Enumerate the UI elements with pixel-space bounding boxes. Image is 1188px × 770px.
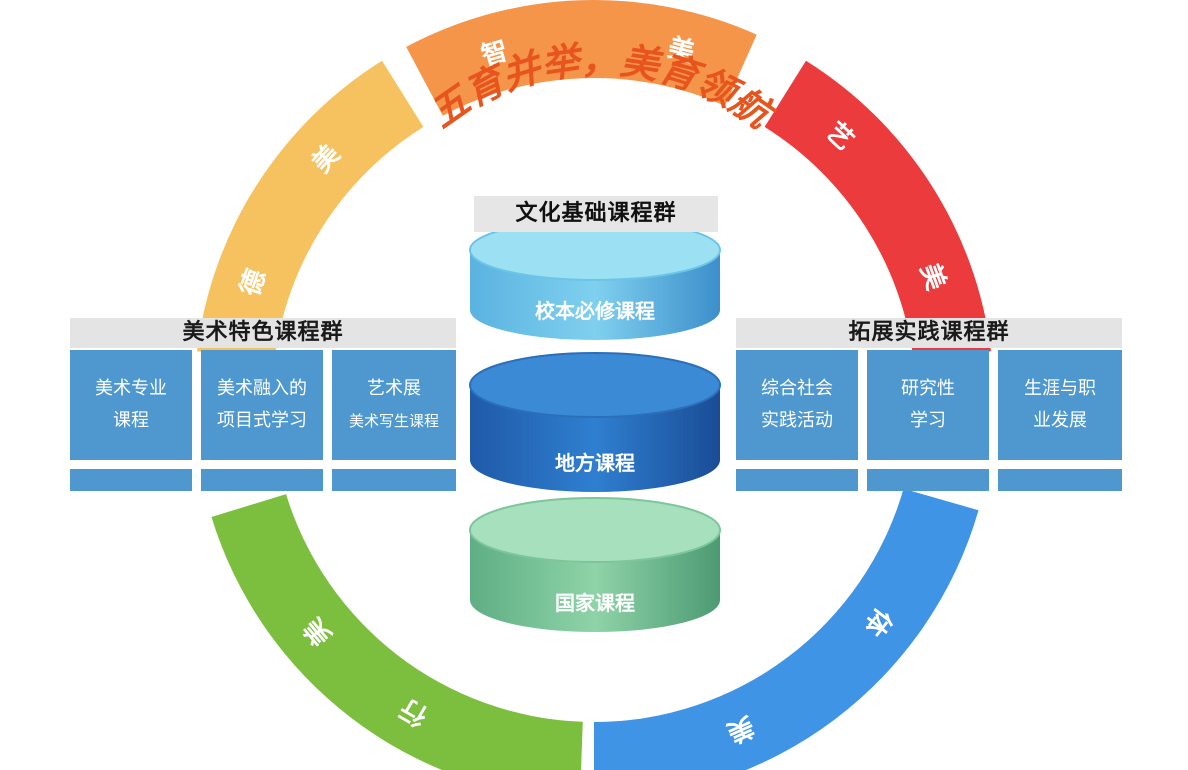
right-cell-1: 综合社会 实践活动 xyxy=(736,350,858,460)
left-cell-2-line2: 项目式学习 xyxy=(217,410,307,431)
left-cell-2-line1: 美术融入的 xyxy=(217,378,307,399)
left-cell-1-line2: 课程 xyxy=(113,410,149,431)
left-cell-3: 艺术展 美术写生课程 xyxy=(332,350,456,460)
ring-segment-yi xyxy=(764,60,992,361)
left-cell-2: 美术融入的 项目式学习 xyxy=(201,350,323,460)
ring-segments: 智美艺美体美行美德美 xyxy=(196,0,992,770)
right-cell-3-line2: 业发展 xyxy=(1033,410,1087,431)
cylinder-label-school: 校本必修课程 xyxy=(535,299,655,323)
left-strip-2 xyxy=(201,469,323,491)
ring-segment-xing xyxy=(211,494,583,770)
cylinder-label-local: 地方课程 xyxy=(555,451,635,475)
left-cell-3-line1: 艺术展 xyxy=(367,378,421,399)
left-cell-1: 美术专业 课程 xyxy=(70,350,192,460)
right-cell-2-line2: 学习 xyxy=(910,410,946,431)
right-strip-1 xyxy=(736,469,858,491)
cylinder-school: 校本必修课程 xyxy=(469,219,721,340)
right-panel-title: 拓展实践课程群 xyxy=(736,318,1122,348)
right-cell-1-line2: 实践活动 xyxy=(761,410,833,431)
right-strip-2 xyxy=(867,469,989,491)
right-cell-2: 研究性 学习 xyxy=(867,350,989,460)
left-cell-1-line1: 美术专业 xyxy=(95,378,167,399)
left-strip-1 xyxy=(70,469,192,491)
ring-segment-ti xyxy=(594,488,979,770)
left-strip-3 xyxy=(332,469,456,491)
ring-segment-zhi xyxy=(406,0,757,116)
cylinder-label-national: 国家课程 xyxy=(555,591,635,615)
left-panel-title: 美术特色课程群 xyxy=(70,318,456,348)
right-strip-3 xyxy=(998,469,1122,491)
left-cell-3-line2: 美术写生课程 xyxy=(348,412,439,430)
center-title: 文化基础课程群 xyxy=(474,196,718,232)
ring-segment-de xyxy=(196,60,424,361)
right-cell-3-line1: 生涯与职 xyxy=(1024,378,1096,399)
right-cell-3: 生涯与职 业发展 xyxy=(998,350,1122,460)
right-cell-2-line1: 研究性 xyxy=(901,378,955,399)
cylinder-local: 地方课程 xyxy=(469,352,721,492)
cylinder-national: 国家课程 xyxy=(469,497,721,632)
right-cell-1-line1: 综合社会 xyxy=(761,378,833,399)
